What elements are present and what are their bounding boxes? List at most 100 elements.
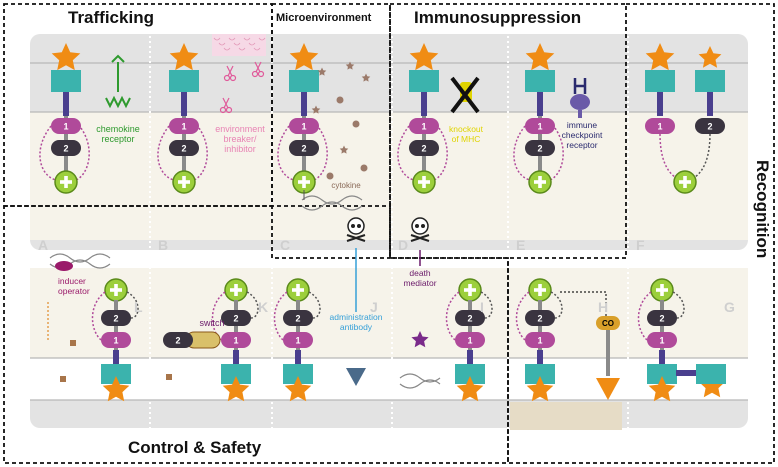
transmembrane-j xyxy=(295,350,301,366)
scfv-box-j xyxy=(283,364,313,384)
inhibit-line-h xyxy=(560,291,607,316)
scfv-box-b xyxy=(169,70,199,92)
activation-k xyxy=(224,278,248,302)
cytokine-star-0 xyxy=(317,67,327,76)
activation-e xyxy=(528,170,552,194)
antigen-star-a xyxy=(51,43,81,71)
section-box-recognition xyxy=(507,3,775,464)
scfv-box-f2 xyxy=(695,70,725,92)
dna-icon-i xyxy=(399,373,441,389)
transmembrane-i xyxy=(467,350,473,366)
chemokine-receptor-icon xyxy=(105,54,131,109)
domain-2-k-left: 2 xyxy=(163,332,193,348)
matrix-fiber-1 xyxy=(218,42,226,46)
activation-d xyxy=(412,170,436,194)
svg-text:1: 1 xyxy=(537,122,542,132)
matrix-fiber-3 xyxy=(228,37,236,41)
knockout-cross-icon xyxy=(450,76,480,114)
link-l xyxy=(91,291,106,341)
link-g xyxy=(637,291,652,341)
signal-link-e xyxy=(513,125,531,181)
domain-2-i: 2 xyxy=(455,310,485,326)
domain-1-g: 1 xyxy=(647,332,677,348)
signal-link-c xyxy=(277,125,295,181)
svg-text:1: 1 xyxy=(467,336,472,346)
cytokine-star-6 xyxy=(339,145,349,154)
activation-c xyxy=(292,170,316,194)
inducer-dot-1 xyxy=(70,340,76,346)
domain-1-c: 1 xyxy=(289,118,319,134)
panel-letter-a: A xyxy=(38,237,48,253)
link2-h xyxy=(550,291,563,319)
domain-1-d: 1 xyxy=(409,118,439,134)
cytokine-star-1 xyxy=(345,61,355,70)
svg-text:1: 1 xyxy=(113,336,118,346)
svg-text:1: 1 xyxy=(421,122,426,132)
domain-1-h: 1 xyxy=(525,332,555,348)
scissors-icon-0 xyxy=(223,65,237,82)
transmembrane-g xyxy=(659,350,665,366)
antigen-star-j xyxy=(284,376,312,402)
activation-g xyxy=(650,278,674,302)
svg-text:2: 2 xyxy=(707,122,712,132)
section-title-microenvironment: Microenvironment xyxy=(276,12,372,24)
domain-1-k: 1 xyxy=(221,332,251,348)
activation-f xyxy=(673,170,697,194)
panel-letter-d: D xyxy=(398,237,408,253)
panel-letter-h: H xyxy=(598,299,608,315)
panel-letter-j: J xyxy=(370,299,378,315)
panel-letter-g: G xyxy=(724,299,735,315)
scfv-box-i xyxy=(455,364,485,384)
svg-text:2: 2 xyxy=(175,336,180,346)
scfv-box-l xyxy=(101,364,131,384)
panel-letter-f: F xyxy=(636,237,645,253)
transmembrane-e xyxy=(537,92,543,116)
domain-2-f: 2 xyxy=(695,118,725,134)
skull-icon-i xyxy=(410,217,430,242)
cytokine-dot-5 xyxy=(352,120,360,128)
domain-1-i: 1 xyxy=(455,332,485,348)
antigen-star-f1 xyxy=(645,43,675,71)
svg-text:1: 1 xyxy=(295,336,300,346)
dna-icon-c xyxy=(301,195,363,211)
svg-text:2: 2 xyxy=(113,314,118,324)
costim-link-a xyxy=(75,127,90,181)
panel-letter-k: K xyxy=(258,299,268,315)
domain-2-j: 2 xyxy=(283,310,313,326)
checkpoint-receptor-icon xyxy=(570,94,590,110)
scfv-box-g xyxy=(647,364,677,384)
svg-text:2: 2 xyxy=(467,314,472,324)
link-j xyxy=(273,291,288,341)
svg-text:2: 2 xyxy=(659,314,664,324)
transmembrane-d xyxy=(421,92,427,116)
label-switch: switch xyxy=(199,318,224,328)
cytokine-dot-8 xyxy=(326,172,334,180)
domain-1-e: 1 xyxy=(525,118,555,134)
section-title-trafficking: Trafficking xyxy=(68,8,154,27)
scfv-box-c xyxy=(289,70,319,92)
svg-text:2: 2 xyxy=(63,144,68,154)
domain-2-g: 2 xyxy=(647,310,677,326)
signal-link-b xyxy=(157,125,175,181)
matrix-fiber-2 xyxy=(223,47,231,51)
costim-link-b xyxy=(193,127,208,181)
link-f1 xyxy=(659,133,685,181)
panel-letter-b: B xyxy=(158,237,168,253)
inducer-dot-2 xyxy=(60,376,66,382)
link2-k xyxy=(246,291,259,319)
svg-text:1: 1 xyxy=(301,122,306,132)
domain-2-c: 2 xyxy=(289,140,319,156)
link-k xyxy=(211,291,226,341)
domain-2-d: 2 xyxy=(409,140,439,156)
matrix-fiber-4 xyxy=(233,42,241,46)
costim-link-d xyxy=(433,127,448,181)
antigen-star-h xyxy=(526,376,554,402)
activation-l xyxy=(104,278,128,302)
svg-text:2: 2 xyxy=(537,314,542,324)
